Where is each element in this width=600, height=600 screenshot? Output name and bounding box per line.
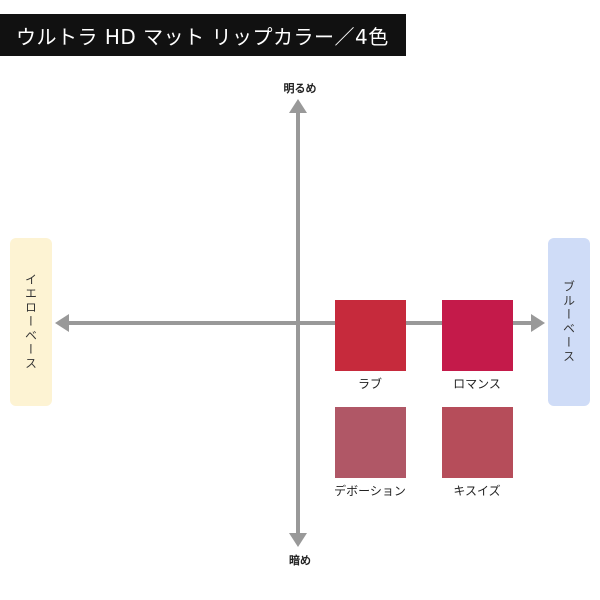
swatch-kiss-is — [442, 407, 513, 478]
vertical-axis — [289, 99, 307, 547]
swatch-label-romance: ロマンス — [453, 377, 501, 391]
swatch-love — [335, 300, 406, 371]
swatch-romance — [442, 300, 513, 371]
swatch-label-kiss-is: キスイズ — [453, 484, 501, 498]
swatch-label-devotion: デボーション — [334, 484, 406, 498]
axis-label-bright: 明るめ — [283, 82, 317, 95]
blue-base-box: ブルーベース — [548, 238, 590, 406]
axis-label-dark: 暗め — [289, 554, 311, 567]
swatch-devotion — [335, 407, 406, 478]
yellow-base-label: イエローベース — [23, 273, 38, 371]
blue-base-label: ブルーベース — [561, 280, 576, 364]
page-title: ウルトラ HD マット リップカラー／4色 — [0, 14, 406, 56]
yellow-base-box: イエローベース — [10, 238, 52, 406]
swatch-label-love: ラブ — [357, 377, 382, 391]
